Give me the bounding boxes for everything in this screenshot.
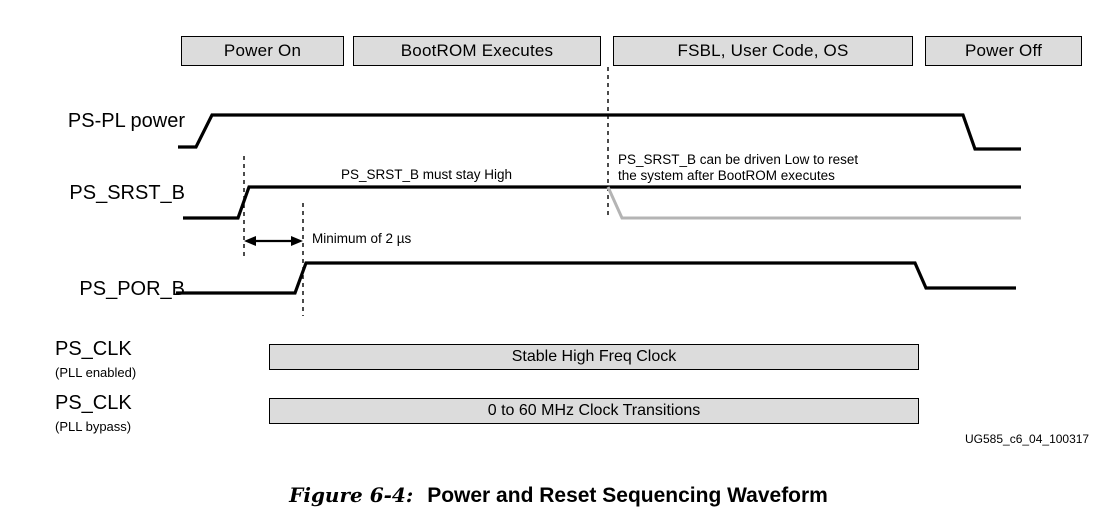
measure-arrow-head-left xyxy=(244,236,256,246)
annotation-minimum-of-2-us: Minimum of 2 µs xyxy=(312,231,411,247)
signal-name: PS_POR_B xyxy=(79,278,185,300)
signal-label-ps-por-b: PS_POR_B xyxy=(0,278,185,301)
phase-label: Power Off xyxy=(964,41,1043,60)
clock-bar-label: Stable High Freq Clock xyxy=(511,348,677,365)
signal-name: PS_CLK xyxy=(55,338,132,360)
signal-label-ps-srst-b: PS_SRST_B xyxy=(0,182,185,205)
signal-label-ps-clk-pll-enabled: PS_CLK xyxy=(0,338,197,361)
clock-bar-stable-high-freq: Stable High Freq Clock xyxy=(269,344,919,370)
phase-box-power-off: Power Off xyxy=(925,36,1082,66)
annotation-srst-must-stay-high: PS_SRST_B must stay High xyxy=(341,167,512,183)
source-watermark: UG585_c6_04_100317 xyxy=(965,432,1089,446)
signal-name: PS_SRST_B xyxy=(69,182,185,204)
signal-name: PS-PL power xyxy=(67,110,185,132)
waveform-ps-por-b xyxy=(176,261,1016,295)
signal-sub: (PLL bypass) xyxy=(55,419,132,434)
phase-label: BootROM Executes xyxy=(400,41,554,60)
phase-box-fsbl-user-code-os: FSBL, User Code, OS xyxy=(613,36,913,66)
phase-box-power-on: Power On xyxy=(181,36,344,66)
figure-number: Figure 6-4: xyxy=(289,483,414,507)
watermark-text: UG585_c6_04_100317 xyxy=(965,432,1090,446)
phase-box-bootrom-executes: BootROM Executes xyxy=(353,36,601,66)
annotation-srst-can-be-driven-low: PS_SRST_B can be driven Low to reset the… xyxy=(618,152,858,184)
annotation-text-line1: PS_SRST_B can be driven Low to reset xyxy=(618,152,859,167)
annotation-text: Minimum of 2 µs xyxy=(312,231,412,246)
signal-sublabel-pll-bypass: (PLL bypass) xyxy=(55,419,131,434)
measure-arrow-head-right xyxy=(291,236,303,246)
waveform-ps-srst-b-low-branch xyxy=(606,186,1021,220)
waveform-ps-srst-b xyxy=(183,185,1021,220)
signal-sub: (PLL enabled) xyxy=(55,365,137,380)
signal-label-ps-clk-pll-bypass: PS_CLK xyxy=(0,392,197,415)
signal-label-ps-pl-power: PS-PL power xyxy=(0,110,185,133)
annotation-text: PS_SRST_B must stay High xyxy=(341,167,513,182)
annotation-text-line2: the system after BootROM executes xyxy=(618,168,835,183)
phase-label: Power On xyxy=(223,41,302,60)
waveform-ps-pl-power xyxy=(178,113,1021,151)
clock-bar-0-to-60mhz-transitions: 0 to 60 MHz Clock Transitions xyxy=(269,398,919,424)
signal-name: PS_CLK xyxy=(55,392,132,414)
clock-bar-label: 0 to 60 MHz Clock Transitions xyxy=(487,402,701,419)
signal-sublabel-pll-enabled: (PLL enabled) xyxy=(55,365,136,380)
phase-label: FSBL, User Code, OS xyxy=(677,41,849,60)
figure-title: Power and Reset Sequencing Waveform xyxy=(427,484,828,507)
figure-caption: Figure 6-4: Power and Reset Sequencing Wa… xyxy=(0,483,1117,508)
